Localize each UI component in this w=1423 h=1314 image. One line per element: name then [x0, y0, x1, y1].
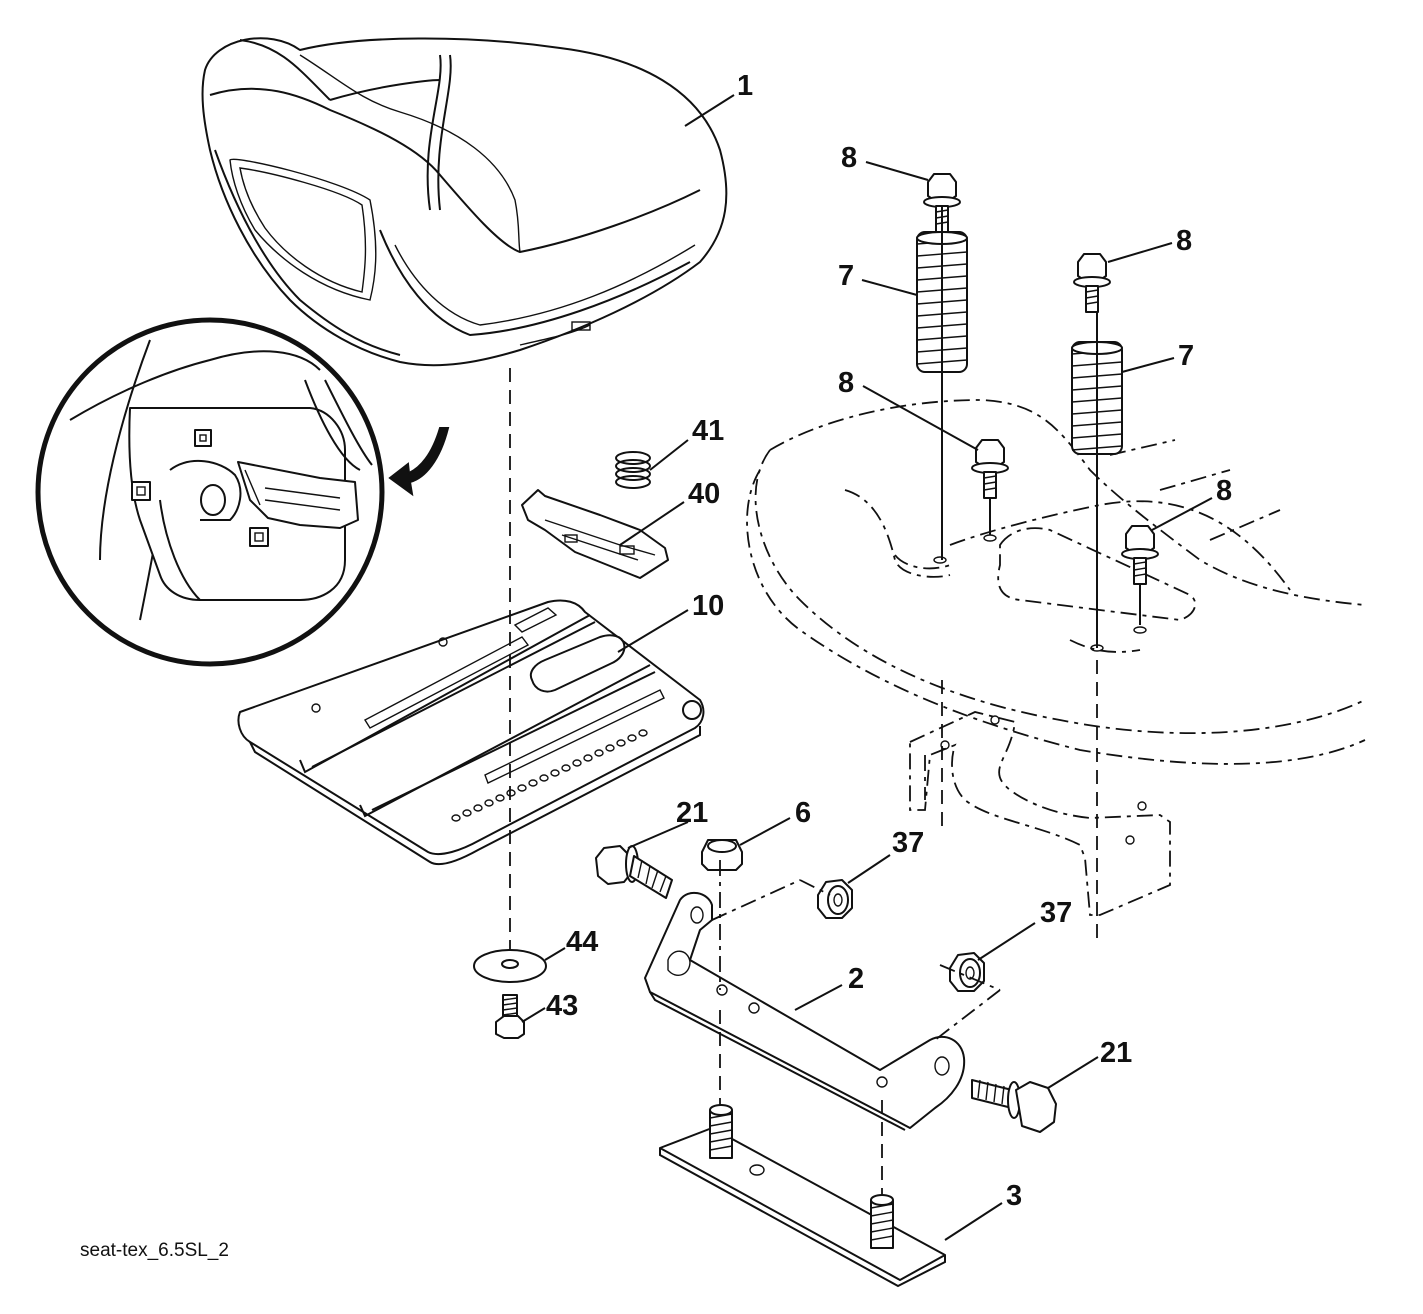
callout-21-a: 21 [676, 797, 708, 829]
washer-part-44 [473, 949, 547, 983]
callout-7-b: 7 [1178, 340, 1194, 372]
bolt-part-43 [495, 994, 525, 1039]
callout-7-a: 7 [838, 260, 854, 292]
callout-3: 3 [1006, 1180, 1022, 1212]
callout-8-b: 8 [1176, 225, 1192, 257]
callout-44: 44 [566, 926, 598, 958]
spring-part-41 [615, 451, 651, 489]
latch-part-40 [521, 489, 669, 579]
callout-10: 10 [692, 590, 724, 622]
nut-part-37-a [817, 879, 853, 919]
plate-part-3 [659, 1104, 946, 1288]
bracket-alignment-lines [711, 860, 1001, 1195]
callout-6: 6 [795, 797, 811, 829]
callout-37-a: 37 [892, 827, 924, 859]
seat-pan-slots [451, 729, 648, 822]
callout-8-a: 8 [841, 142, 857, 174]
callout-1: 1 [737, 70, 753, 102]
callout-leaders [521, 94, 1213, 1241]
bolt-part-21-right [971, 1079, 1057, 1133]
chassis-outline [746, 399, 1366, 765]
callout-37-b: 37 [1040, 897, 1072, 929]
seat-pan-part-10 [237, 599, 705, 866]
bolt-part-8-c [971, 439, 1009, 499]
stud-left [709, 1104, 733, 1159]
callout-21-b: 21 [1100, 1037, 1132, 1069]
stud-right [870, 1194, 894, 1249]
detail-inset-circle [35, 317, 450, 667]
bolt-part-8-b [1073, 253, 1111, 313]
diagram-caption: seat-tex_6.5SL_2 [80, 1240, 229, 1261]
nut-part-6 [701, 839, 743, 871]
callout-41: 41 [692, 415, 724, 447]
bracket-part-2 [644, 891, 966, 1131]
seat-part-1 [201, 37, 728, 367]
nut-part-37-b [949, 952, 985, 992]
callout-2: 2 [848, 963, 864, 995]
bolt-part-8-d [1121, 525, 1159, 585]
callout-43: 43 [546, 990, 578, 1022]
callout-8-d: 8 [1216, 475, 1232, 507]
bolt-part-21-left [595, 845, 673, 899]
callout-8-c: 8 [838, 367, 854, 399]
spring-centerlines [933, 206, 1147, 940]
chassis-bracket [909, 711, 1171, 916]
callout-40: 40 [688, 478, 720, 510]
bolt-part-8-a [923, 173, 961, 233]
callout-labels: 1 8 8 8 8 7 7 41 40 10 21 6 37 37 44 43 … [546, 70, 1232, 1212]
